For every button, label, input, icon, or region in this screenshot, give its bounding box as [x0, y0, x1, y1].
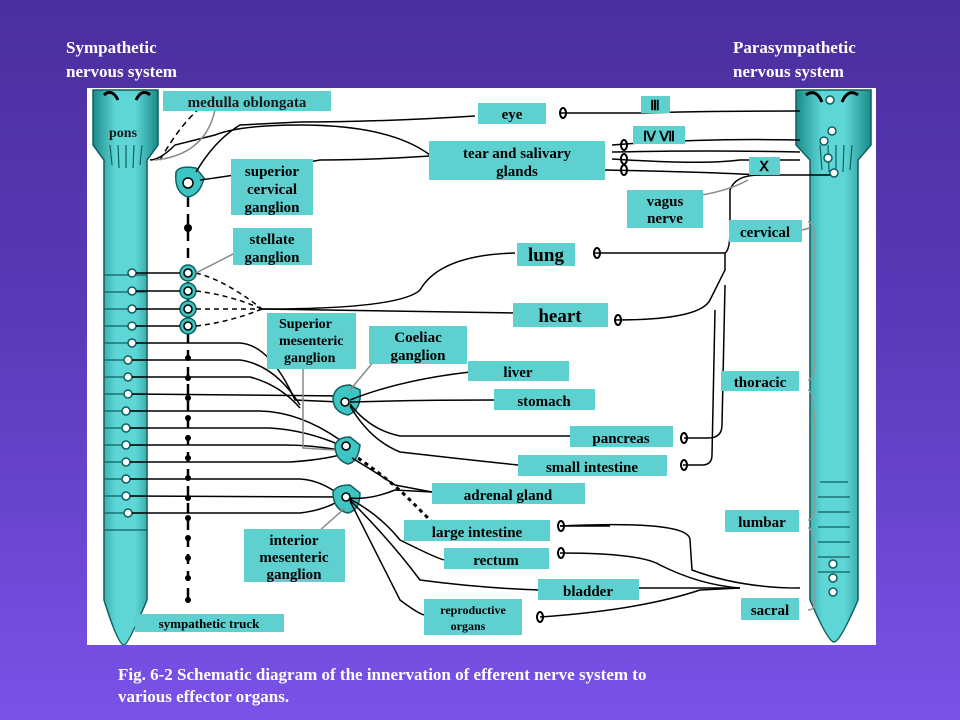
lung-heart-lines — [261, 252, 521, 314]
organ-reproductive-text-2: organs — [451, 619, 486, 633]
organ-heart-text: heart — [538, 306, 582, 327]
preganglionic-lines — [129, 272, 346, 514]
left-spinal-cord — [92, 89, 159, 645]
organ-eye-text: eye — [502, 107, 523, 123]
lumbar-label: lumbar — [725, 510, 799, 532]
organ-bladder-text: bladder — [563, 584, 613, 600]
label-connectors — [154, 109, 811, 533]
ganglion-cells — [332, 384, 361, 514]
caption-line1: Fig. 6-2 Schematic diagram of the innerv… — [118, 665, 647, 684]
superior-mesenteric-label: Superior mesenteric ganglion — [267, 313, 356, 369]
organ-stomach: stomach — [494, 389, 595, 410]
organ-lung: lung — [517, 243, 575, 266]
sympathetic-truck-label: sympathetic truck — [135, 614, 284, 632]
coeliac-text-1: Coeliac — [394, 330, 442, 346]
stellate-label: stellate ganglion — [233, 228, 312, 266]
vagus-text-1: vagus — [647, 194, 684, 210]
caption-line2: various effector organs. — [118, 687, 290, 706]
coeliac-label: Coeliac ganglion — [369, 326, 467, 364]
organ-small-intestine-text: small intestine — [546, 460, 638, 476]
vagus-text-2: nerve — [647, 211, 683, 227]
organ-lung-text: lung — [528, 245, 564, 266]
parasympathetic-header: Parasympathetic nervous system — [733, 36, 856, 84]
cervical-text: cervical — [740, 225, 790, 241]
parasympathetic-header-line2: nervous system — [733, 62, 844, 81]
organ-liver-text: liver — [503, 365, 532, 381]
inferior-mesenteric-text-3: ganglion — [266, 567, 322, 583]
organ-tear-salivary: tear and salivary glands — [429, 141, 605, 180]
stellate-text-1: stellate — [250, 232, 295, 248]
organ-stomach-text: stomach — [517, 394, 571, 410]
sympathetic-trunk — [175, 166, 205, 605]
cranial-3-label: Ⅲ — [641, 96, 670, 114]
medulla-text: medulla oblongata — [188, 95, 307, 111]
organ-large-intestine: large intestine — [404, 520, 550, 541]
cervical-label: cervical — [729, 220, 802, 242]
cranial-10-text: Ⅹ — [758, 160, 769, 175]
inferior-mesenteric-text-2: mesenteric — [259, 550, 328, 566]
coeliac-text-2: ganglion — [390, 348, 446, 364]
pons-text: pons — [109, 126, 138, 141]
organ-liver: liver — [468, 361, 569, 381]
organ-tear-text-2: glands — [496, 164, 538, 180]
sympathetic-truck-text: sympathetic truck — [159, 616, 261, 631]
sympathetic-header-line1: Sympathetic — [66, 38, 157, 57]
diagram-panel: medulla oblongata pons superior cervical… — [87, 88, 876, 645]
superior-cervical-text-2: cervical — [247, 182, 297, 198]
superior-mesenteric-text-3: ganglion — [284, 351, 336, 366]
thoracic-text: thoracic — [734, 375, 787, 391]
parasympathetic-fibers — [539, 110, 830, 618]
organ-rectum: rectum — [444, 548, 549, 569]
lumbar-text: lumbar — [738, 515, 786, 531]
inferior-mesenteric-label: interior mesenteric ganglion — [244, 529, 345, 583]
organ-reproductive: reproductive organs — [424, 599, 522, 635]
organ-large-intestine-text: large intestine — [432, 525, 523, 541]
terminal-marks — [536, 107, 688, 623]
parasympathetic-header-line1: Parasympathetic — [733, 38, 856, 57]
innervation-diagram: medulla oblongata pons superior cervical… — [92, 89, 872, 645]
organ-adrenal: adrenal gland — [432, 483, 585, 504]
figure-caption: Fig. 6-2 Schematic diagram of the innerv… — [118, 664, 838, 708]
sacral-text: sacral — [751, 603, 789, 619]
superior-cervical-text-1: superior — [245, 164, 300, 180]
stellate-fibers — [195, 272, 263, 327]
vagus-label: vagus nerve — [627, 190, 703, 228]
organ-adrenal-text: adrenal gland — [464, 488, 553, 504]
right-spinal-cord — [795, 89, 872, 643]
superior-cervical-label: superior cervical ganglion — [231, 159, 313, 216]
adrenal-dotted — [357, 456, 437, 527]
medulla-label: medulla oblongata — [163, 91, 331, 111]
thoracic-label: thoracic — [721, 371, 799, 391]
organ-small-intestine: small intestine — [518, 455, 667, 476]
cranial-3-text: Ⅲ — [650, 99, 660, 114]
cranial-7-9-label: Ⅳ Ⅶ — [633, 126, 685, 145]
inferior-mesenteric-text-1: interior — [269, 533, 318, 549]
superior-mesenteric-text-2: mesenteric — [279, 334, 344, 349]
organ-tear-text-1: tear and salivary — [463, 146, 572, 162]
superior-mesenteric-text-1: Superior — [279, 317, 332, 332]
sacral-label: sacral — [741, 598, 799, 620]
abdominal-fibers — [349, 371, 570, 616]
stellate-text-2: ganglion — [244, 250, 300, 266]
cranial-10-label: Ⅹ — [749, 157, 780, 175]
sympathetic-header-line2: nervous system — [66, 62, 177, 81]
organ-heart: heart — [513, 303, 608, 327]
organ-reproductive-text-1: reproductive — [440, 603, 506, 617]
cranial-7-9-text: Ⅳ Ⅶ — [643, 130, 675, 145]
organ-rectum-text: rectum — [473, 553, 519, 569]
sympathetic-header: Sympathetic nervous system — [66, 36, 177, 84]
pons-label: pons — [109, 126, 138, 141]
organ-bladder: bladder — [538, 579, 639, 600]
superior-cervical-text-3: ganglion — [244, 200, 300, 216]
organ-eye: eye — [478, 103, 546, 124]
organ-pancreas: pancreas — [570, 426, 673, 447]
organ-pancreas-text: pancreas — [592, 431, 649, 447]
